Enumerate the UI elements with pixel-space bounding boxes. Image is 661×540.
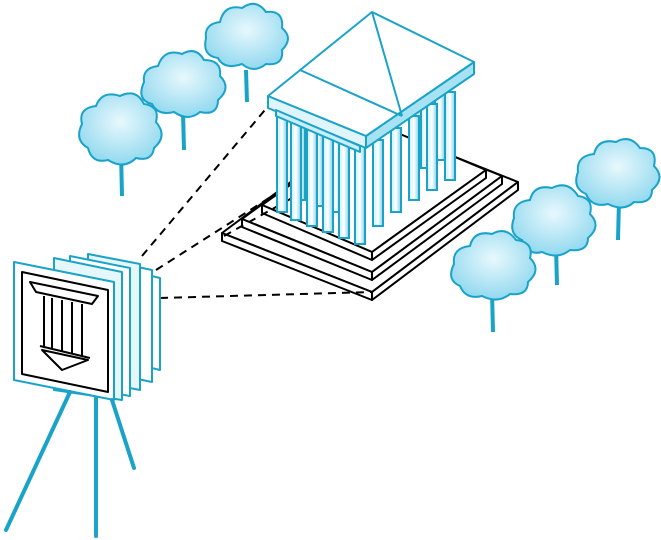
temple-column	[290, 117, 302, 221]
tree	[78, 92, 163, 197]
temple-column	[338, 135, 350, 239]
temple-column	[322, 129, 334, 233]
temple-roof	[267, 11, 475, 153]
temple-column	[426, 103, 438, 191]
temple-column	[408, 115, 420, 201]
temple-column	[444, 91, 456, 181]
temple-column	[276, 111, 288, 213]
temple-column	[306, 123, 318, 227]
camera	[13, 253, 161, 401]
tree	[140, 50, 227, 151]
camera-image	[29, 281, 99, 371]
tree	[450, 230, 537, 333]
temple-column	[354, 141, 366, 245]
temple-column	[372, 139, 384, 227]
tree	[575, 138, 661, 241]
tree	[511, 184, 597, 286]
tripod	[4, 390, 136, 538]
temple-column	[390, 127, 402, 213]
tree	[204, 2, 289, 103]
